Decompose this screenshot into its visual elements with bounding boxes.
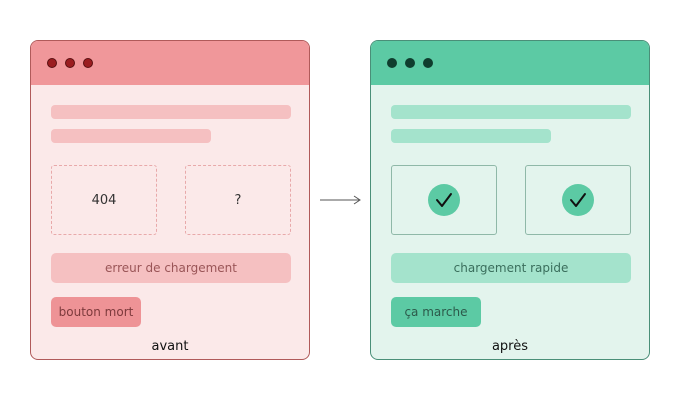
- loaded-content-box: [391, 165, 497, 235]
- status-text: erreur de chargement: [105, 261, 237, 275]
- window-dot-close[interactable]: [387, 58, 397, 68]
- after-caption: après: [491, 339, 529, 354]
- placeholder-line: [51, 105, 291, 119]
- placeholder-line: [391, 105, 631, 119]
- loading-error-banner: erreur de chargement: [51, 253, 291, 283]
- unknown-content-text: ?: [234, 192, 242, 208]
- right-arrow-icon: [320, 195, 361, 205]
- check-icon: [562, 184, 594, 216]
- status-text: chargement rapide: [453, 261, 569, 275]
- check-icon: [428, 184, 460, 216]
- broken-content-box: ?: [185, 165, 291, 235]
- before-window: 404 ? erreur de chargement bouton mort a…: [30, 40, 310, 360]
- after-window: chargement rapide ça marche après: [370, 40, 650, 360]
- window-dot-maximize[interactable]: [423, 58, 433, 68]
- window-dot-minimize[interactable]: [405, 58, 415, 68]
- placeholder-line: [51, 129, 211, 143]
- button-label: bouton mort: [58, 305, 134, 319]
- loaded-content-box: [525, 165, 631, 235]
- window-dot-close[interactable]: [47, 58, 57, 68]
- before-caption: avant: [151, 339, 189, 354]
- window-dot-maximize[interactable]: [83, 58, 93, 68]
- placeholder-line: [391, 129, 551, 143]
- button-label: ça marche: [404, 305, 468, 319]
- dead-button[interactable]: bouton mort: [51, 297, 141, 327]
- working-button[interactable]: ça marche: [391, 297, 481, 327]
- error-code-text: 404: [91, 192, 117, 208]
- window-dot-minimize[interactable]: [65, 58, 75, 68]
- broken-content-box: 404: [51, 165, 157, 235]
- loading-success-banner: chargement rapide: [391, 253, 631, 283]
- before-titlebar: [31, 41, 309, 85]
- after-titlebar: [371, 41, 649, 85]
